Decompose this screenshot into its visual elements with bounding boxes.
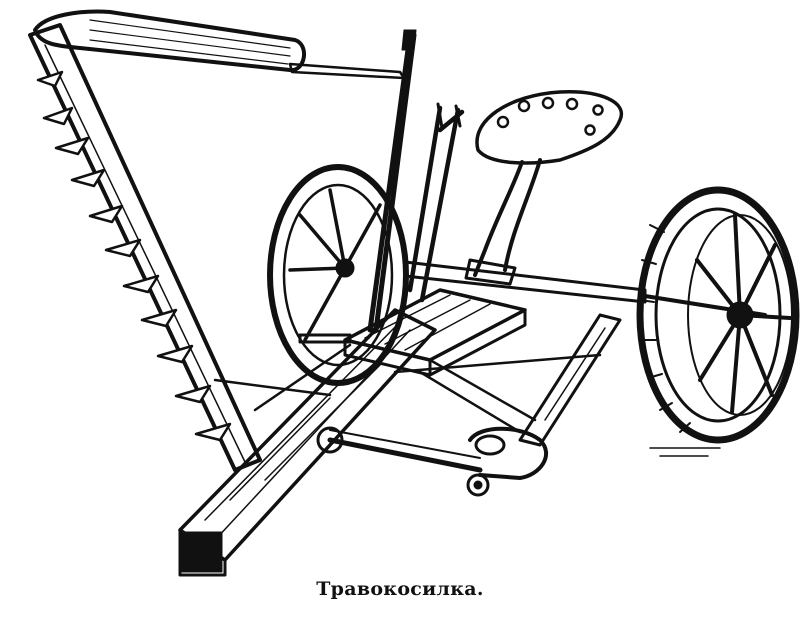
brace-rods: [213, 343, 602, 412]
frame-block: [298, 288, 527, 377]
upper-beam: [33, 9, 406, 80]
axle: [403, 260, 767, 317]
seat: [464, 90, 624, 286]
cutter-bar: [28, 23, 262, 472]
pitman-rod: [316, 358, 548, 497]
levers: [367, 29, 465, 333]
knife-guards: [36, 70, 232, 442]
pole: [178, 308, 437, 577]
right-wheel: [636, 186, 800, 457]
frame-bar: [518, 313, 622, 447]
caption: Травокосилка.: [316, 578, 484, 600]
